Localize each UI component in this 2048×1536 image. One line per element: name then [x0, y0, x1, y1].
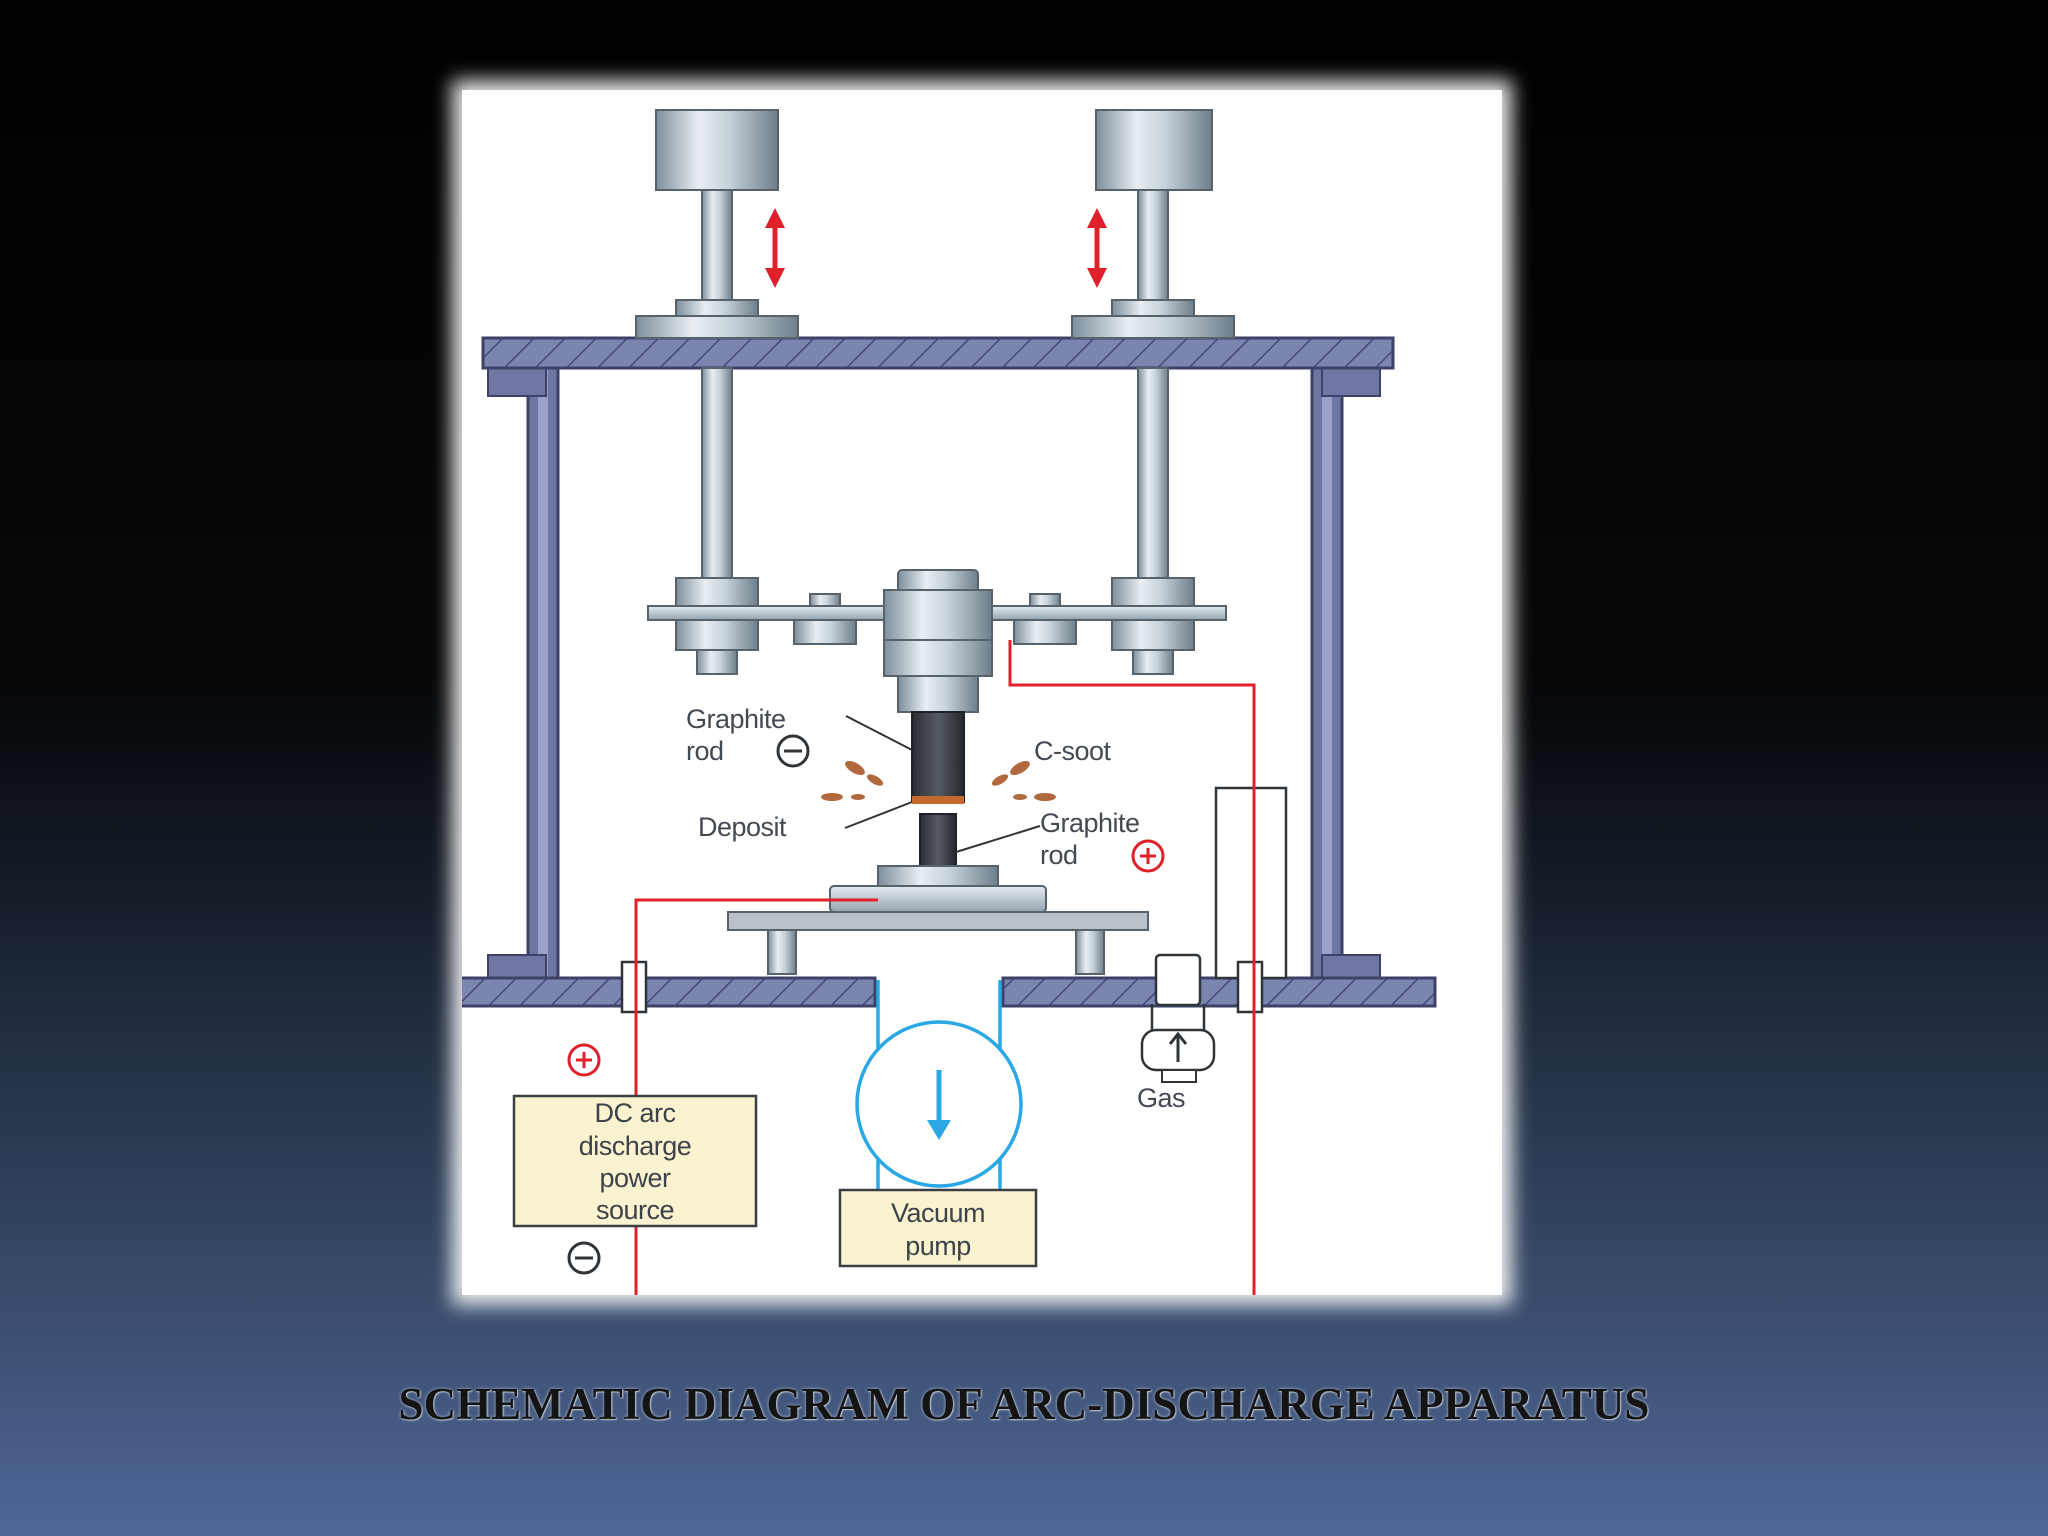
feedthrough-left: [620, 960, 648, 1014]
chamber-left-wall: [487, 366, 560, 984]
power-source-label-3: power: [599, 1163, 671, 1193]
minus-sign-top-rod: [776, 734, 810, 768]
graphite-rod-top-label-1: Graphite: [686, 704, 786, 734]
graphite-rod-top-leader: [845, 715, 913, 751]
left-actuator: [635, 109, 799, 579]
graphite-rod-bottom-label-1: Graphite: [1040, 808, 1140, 838]
electrode-stage: [727, 865, 1149, 975]
right-actuator: [1071, 109, 1235, 579]
deposit-label: Deposit: [698, 812, 787, 842]
c-soot-label: C-soot: [1034, 736, 1112, 766]
power-source-label-4: source: [596, 1195, 674, 1225]
power-source-box: [512, 1094, 758, 1228]
vacuum-pump-label-2: pump: [905, 1231, 971, 1261]
chamber-right-wall: [1310, 366, 1381, 984]
diagram-caption: SCHEMATIC DIAGRAM OF ARC-DISCHARGE APPAR…: [398, 1379, 1650, 1429]
gas-inlet: [1140, 786, 1288, 1083]
graphite-rod-top: [911, 711, 965, 803]
arc-discharge-diagram: DC arc discharge power source Vacuum pum…: [462, 109, 1437, 1295]
graphite-rod-bottom: [919, 813, 957, 870]
diagram-panel: DC arc discharge power source Vacuum pum…: [462, 90, 1502, 1295]
graphite-rod-bottom-label-2: rod: [1040, 840, 1078, 870]
power-source-label-2: discharge: [579, 1131, 692, 1161]
vacuum-pump-label-1: Vacuum: [891, 1198, 985, 1228]
feedthrough-right: [1236, 960, 1264, 1014]
deposit-leader: [844, 801, 913, 829]
vacuum-pump-box: [838, 1188, 1038, 1268]
power-source-label-1: DC arc: [594, 1098, 675, 1128]
bottom-plate-right: [1001, 976, 1437, 1008]
deposit: [912, 796, 964, 804]
vacuum-flow-arrow: [927, 1070, 951, 1140]
graphite-rod-top-label-2: rod: [686, 736, 724, 766]
gas-label: Gas: [1137, 1083, 1185, 1113]
c-soot-particles: [821, 761, 1056, 801]
electrode-holder: [647, 569, 1227, 713]
top-plate: [481, 336, 1395, 370]
minus-sign-power: [567, 1241, 601, 1275]
graphite-rod-bottom-leader: [955, 825, 1041, 853]
plus-sign-power: [567, 1043, 601, 1077]
plus-sign-bottom-rod: [1131, 839, 1165, 873]
bottom-plate-left: [462, 976, 877, 1008]
